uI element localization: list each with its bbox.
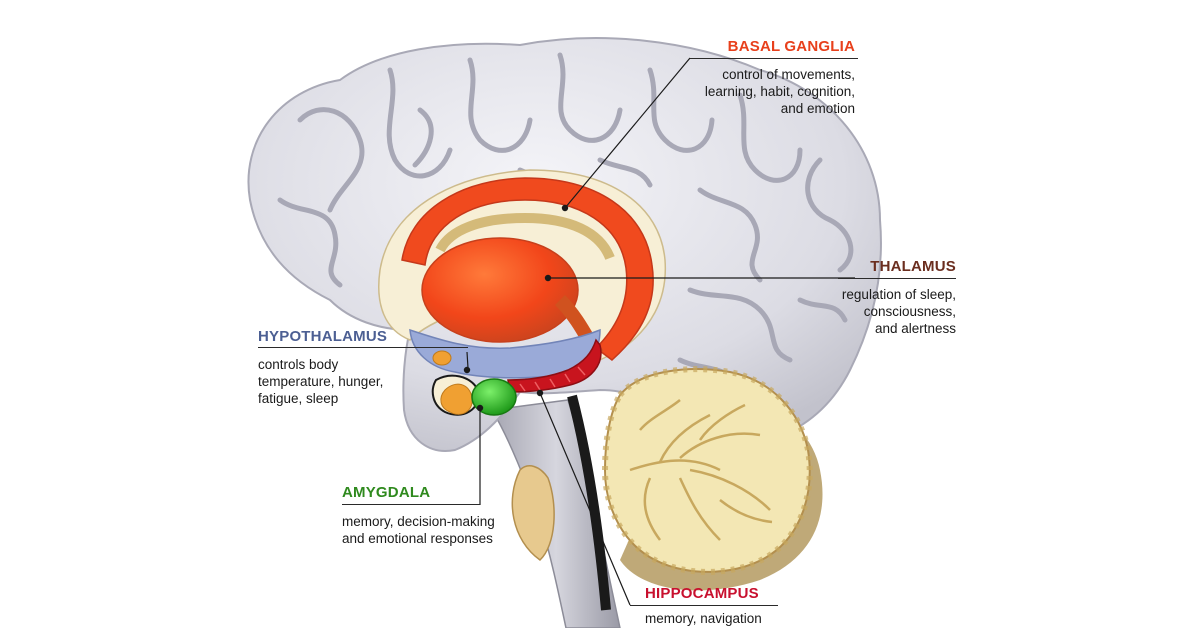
- hypothalamus-rule: [258, 347, 468, 348]
- hypothalamus-label: HYPOTHALAMUS: [258, 328, 387, 346]
- basal-ganglia: [401, 177, 654, 361]
- thalamus-rule: [838, 278, 956, 279]
- basal-ganglia-title: BASAL GANGLIA: [727, 38, 855, 55]
- amygdala-rule: [342, 504, 480, 505]
- hippocampus-label: HIPPOCAMPUS: [645, 585, 759, 603]
- hypothalamus-description: controls body temperature, hunger, fatig…: [258, 357, 384, 406]
- arbor-vitae: [629, 399, 773, 541]
- pointer-lines: [466, 57, 855, 606]
- basal-ganglia-label: BASAL GANGLIA: [728, 38, 855, 56]
- basal-ganglia-rule: [690, 58, 858, 59]
- thalamus-label: THALAMUS: [870, 258, 956, 276]
- cerebellum: [603, 368, 811, 573]
- amygdala: [471, 378, 517, 416]
- pituitary: [440, 383, 473, 415]
- amygdala-description: memory, decision-making and emotional re…: [342, 514, 495, 546]
- hippocampus: [507, 338, 602, 393]
- hippocampus-title: HIPPOCAMPUS: [645, 585, 759, 602]
- hypothalamus-title: HYPOTHALAMUS: [258, 328, 388, 345]
- basal-ganglia-description: control of movements, learning, habit, c…: [704, 67, 855, 116]
- thalamus-description: regulation of sleep, consciousness, and …: [841, 287, 956, 336]
- pons-bulge: [511, 465, 555, 561]
- pointer-dots: [463, 204, 569, 412]
- thalamus: [421, 237, 579, 343]
- hippocampus-description: memory, navigation: [645, 611, 762, 626]
- amygdala-label: AMYGDALA: [342, 484, 430, 502]
- fourth-ventricle-line: [567, 394, 611, 611]
- thalamus-title: THALAMUS: [870, 258, 956, 275]
- amygdala-title: AMYGDALA: [342, 484, 431, 501]
- hippocampus-rule: [630, 605, 778, 606]
- mammillary-body: [432, 350, 452, 366]
